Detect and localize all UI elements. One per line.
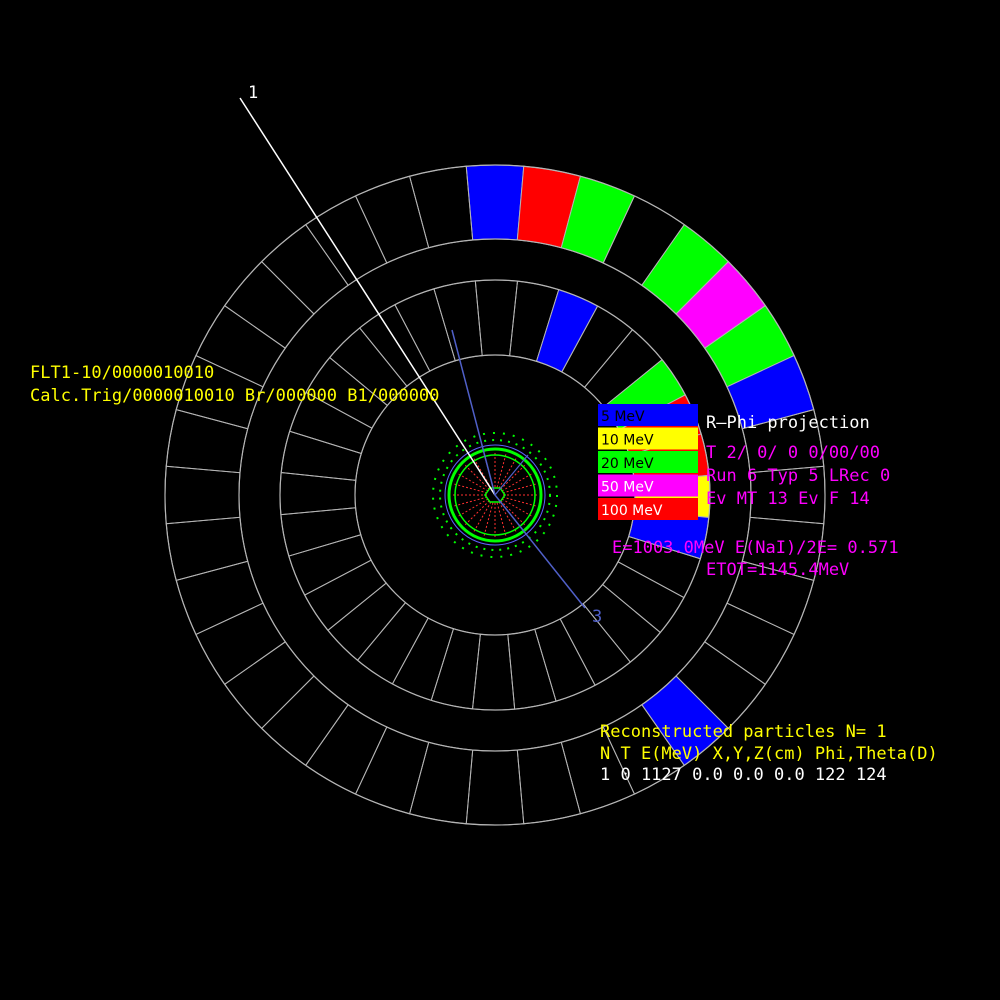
reco-row: 1 0 1127 0.0 0.0 0.0 122 124: [600, 765, 887, 785]
legend-swatch: [598, 427, 698, 450]
time-info: T 2/ 0/ 0 0/00/00: [706, 443, 880, 463]
track-1: [239, 97, 496, 496]
tracker-wire: [496, 454, 507, 488]
tracker-wire: [501, 498, 532, 517]
tracker-wire: [496, 502, 507, 536]
legend-label: 100 MeV: [601, 503, 663, 519]
tracker-layer: [447, 447, 543, 543]
energy-info: E=1003.0MeV E(NaI)/2E= 0.571: [612, 538, 899, 558]
track-label-1: 1: [248, 83, 258, 103]
etot-info: ETOT=1145.4MeV: [706, 560, 849, 580]
tracker-wire: [454, 496, 488, 507]
reco-header: N T E(MeV) X,Y,Z(cm) Phi,Theta(D): [600, 744, 938, 764]
outer-ring-inner-edge: [238, 238, 752, 752]
run-info: Run 6 Typ 5 LRec 0: [706, 466, 890, 486]
track-3: [494, 494, 586, 609]
tracker-wire: [502, 496, 536, 507]
legend-label: 10 MeV: [601, 433, 654, 449]
outer-ring-segment: [465, 164, 525, 241]
tracker-wire: [454, 483, 488, 494]
tracker-wire: [458, 498, 489, 517]
event-info: Ev MT 13 Ev F 14: [706, 489, 870, 509]
tracker-wire: [464, 500, 490, 526]
projection-title: R—Phi projection: [706, 413, 870, 433]
tracker-wire: [500, 464, 526, 490]
legend-swatch: [598, 451, 698, 473]
energy-legend: 5 MeV 10 MeV 20 MeV 50 MeV 100 MeV: [598, 404, 698, 520]
tracker-wire: [501, 473, 532, 492]
track-label-3: 3: [592, 607, 602, 627]
calc-trigger-text: Calc.Trig/0000010010 Br/000000 B1/000000: [30, 386, 439, 406]
tracker-dots: [432, 432, 558, 558]
legend-label: 50 MeV: [601, 480, 654, 496]
track-2: [451, 329, 496, 496]
tracker-wire: [464, 464, 490, 490]
tracker-wire: [498, 458, 517, 489]
reco-title: Reconstructed particles N= 1: [600, 722, 887, 742]
legend-swatch: [598, 498, 698, 520]
outer-ring-outer-edge: [164, 164, 826, 826]
legend-swatch: [598, 404, 698, 426]
beam-pipe: [444, 444, 546, 546]
tracker-wire: [458, 473, 489, 492]
tracker-wire: [483, 502, 494, 536]
track-4: [494, 454, 529, 496]
tracker-wire: [502, 483, 536, 494]
tracker-wire: [473, 501, 492, 532]
legend-swatch: [598, 474, 698, 497]
inner-ring-outer-edge: [279, 279, 711, 711]
tracker-dots: [439, 439, 551, 551]
tracks: [239, 97, 586, 609]
flt-trigger-text: FLT1-10/0000010010: [30, 363, 214, 383]
outer-calorimeter-ring: [164, 164, 826, 826]
tracker-layer: [454, 454, 536, 536]
tracker-wire: [500, 500, 526, 526]
legend-label: 5 MeV: [601, 409, 645, 425]
tracker-wire: [498, 501, 517, 532]
legend-label: 20 MeV: [601, 456, 654, 472]
